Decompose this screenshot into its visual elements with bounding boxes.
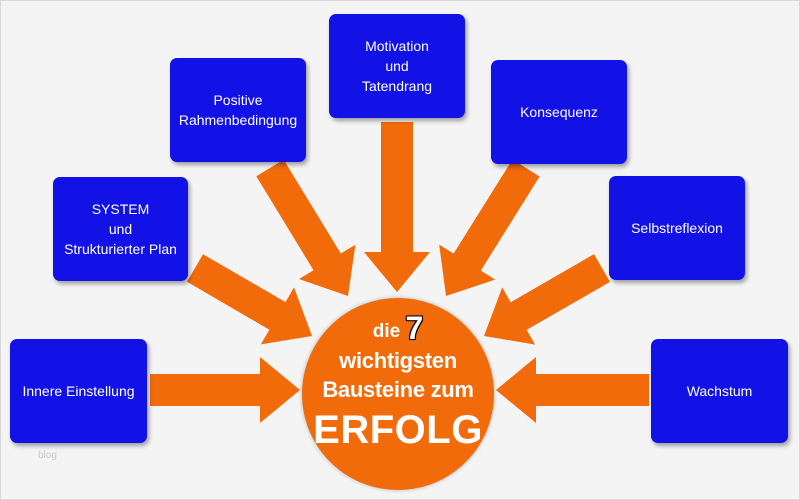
arrow-system: [187, 254, 312, 345]
box-label: SYSTEM und Strukturierter Plan: [64, 201, 177, 257]
arrow-motivation: [364, 122, 430, 292]
box-label: Konsequenz: [520, 104, 598, 120]
box-positive-rahmenbedingung: Positive Rahmenbedingung: [170, 58, 306, 162]
center-line-3: Bausteine zum: [322, 377, 474, 402]
box-innere-einstellung: Innere Einstellung: [10, 339, 147, 443]
center-title-erfolg: ERFOLG: [313, 408, 483, 452]
center-number: 7: [405, 310, 424, 346]
watermark-text: blog: [38, 450, 57, 461]
box-label: Motivation und Tatendrang: [361, 38, 433, 94]
box-label: Selbstreflexion: [631, 220, 723, 236]
arrow-wachstum: [496, 357, 649, 423]
box-label: Wachstum: [686, 383, 753, 399]
box-system: SYSTEM und Strukturierter Plan: [53, 177, 188, 281]
center-line-2: wichtigsten: [339, 348, 457, 373]
center-line-1: die 7: [302, 310, 494, 347]
center-circle: die 7 wichtigsten Bausteine zum ERFOLG: [302, 298, 494, 490]
arrow-innere-einstellung: [150, 357, 300, 423]
box-label: Positive Rahmenbedingung: [178, 92, 298, 128]
center-prefix: die: [372, 321, 401, 342]
box-selbstreflexion: Selbstreflexion: [609, 176, 745, 280]
arrow-selbstreflexion: [484, 254, 610, 345]
box-label: Innere Einstellung: [22, 383, 135, 399]
box-konsequenz: Konsequenz: [491, 60, 627, 164]
arrow-konsequenz: [439, 159, 540, 296]
arrow-positive: [256, 159, 356, 296]
box-motivation: Motivation und Tatendrang: [329, 14, 465, 118]
box-wachstum: Wachstum: [651, 339, 788, 443]
